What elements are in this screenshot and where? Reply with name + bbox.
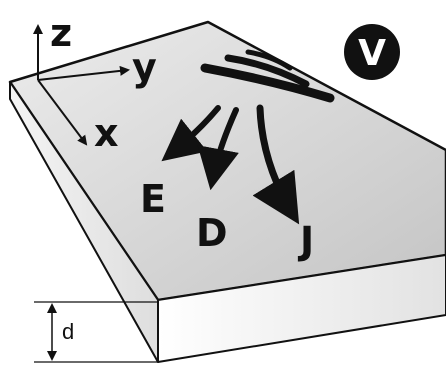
thickness-arrowhead-top [47, 303, 57, 313]
d-field-arrow [197, 107, 239, 191]
e-field-arrow [161, 105, 221, 162]
v-badge-label: V [358, 33, 386, 74]
y-axis-arrow [37, 65, 130, 81]
wave-arc-inner [245, 49, 293, 71]
j-current-arrow [252, 104, 300, 225]
wave-arc-outer [200, 63, 335, 103]
d-field-label: D [196, 211, 228, 255]
e-field-label: E [140, 177, 166, 221]
thickness-label: d [62, 319, 74, 344]
x-axis-arrow [37, 79, 88, 146]
x-axis-label: x [94, 111, 119, 155]
y-axis-label: y [132, 45, 157, 89]
thickness-arrowhead-bottom [47, 351, 57, 361]
slab-front-face [157, 254, 446, 363]
v-badge-circle [344, 24, 400, 80]
wave-arc-middle [224, 54, 310, 88]
j-current-label: J [297, 219, 314, 263]
z-axis-label: z [50, 11, 72, 55]
